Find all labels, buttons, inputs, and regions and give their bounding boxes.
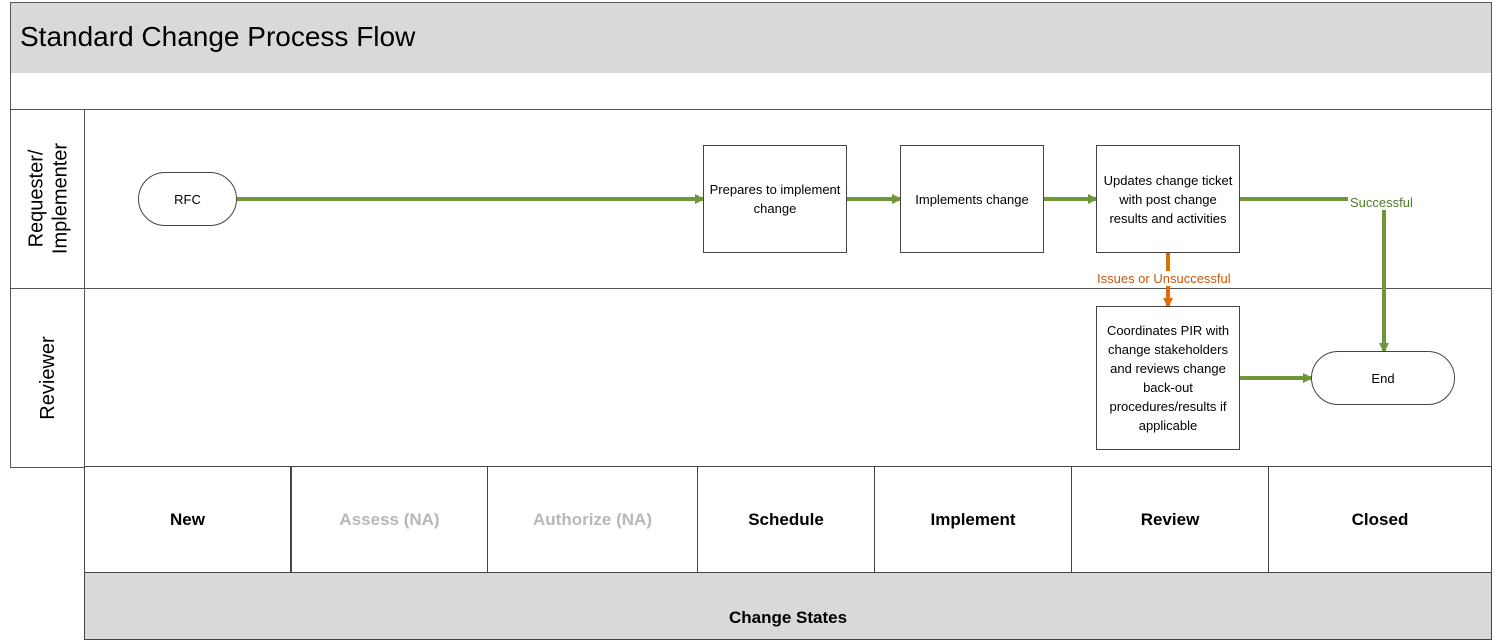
lane-label-reviewer: Reviewer [37,336,59,420]
state-assess: Assess (NA) [291,466,488,573]
lane-label-column-separator [84,109,85,468]
lane-separator [10,288,1492,289]
state-new: New [84,466,291,573]
node-prepares-to-implement: Prepares to implement change [703,145,847,253]
lane-label-requester-implementer: Requester/ Implementer [25,142,71,255]
node-implements-change: Implements change [900,145,1044,253]
state-schedule: Schedule [697,466,875,573]
change-states-label: Change States [728,608,848,627]
node-rfc: RFC [138,172,237,226]
node-coordinates-pir: Coordinates PIR with change stakeholders… [1096,306,1240,450]
page-title: Standard Change Process Flow [20,21,416,52]
state-closed: Closed [1268,466,1492,573]
node-end: End [1311,351,1455,405]
header-spacer-row [10,73,1492,110]
state-authorize: Authorize (NA) [487,466,698,573]
change-states-footer: Change States [84,572,1492,640]
state-implement: Implement [874,466,1072,573]
state-review: Review [1071,466,1269,573]
node-updates-change-ticket: Updates change ticket with post change r… [1096,145,1240,253]
edge-label-successful: Successful [1348,195,1415,210]
title-bar: Standard Change Process Flow [10,2,1492,74]
edge-label-issues-or-unsuccessful: Issues or Unsuccessful [1095,271,1233,286]
